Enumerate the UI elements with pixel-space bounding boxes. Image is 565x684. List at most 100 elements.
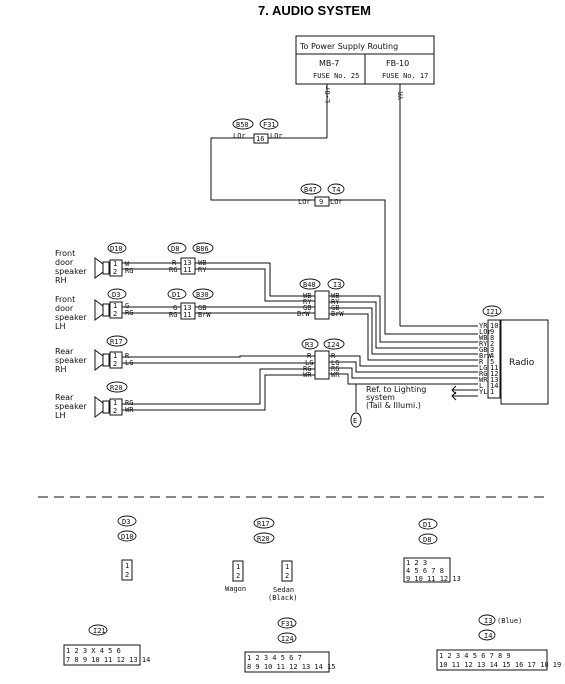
ground-icon (350, 412, 362, 428)
svg-text:Ref. to Lighting: Ref. to Lighting (366, 385, 426, 394)
svg-text:11: 11 (183, 266, 191, 274)
svg-text:R20: R20 (257, 535, 270, 543)
yr-wire-label: YR (397, 91, 405, 100)
svg-text:R17: R17 (110, 338, 123, 346)
t4-connector: B47 T4 9 LOr LOr (255, 183, 478, 335)
svg-text:G: G (173, 304, 177, 312)
svg-text:(Blue): (Blue) (497, 617, 522, 625)
svg-text:BrW: BrW (297, 310, 310, 318)
svg-text:B47: B47 (304, 186, 317, 194)
svg-text:RG: RG (169, 311, 177, 319)
svg-text:Front: Front (55, 249, 75, 258)
svg-text:Rear: Rear (55, 393, 74, 402)
svg-text:2: 2 (285, 572, 289, 580)
radio-wire-color: R (479, 358, 484, 366)
svg-text:GB: GB (198, 304, 206, 312)
svg-text:B48: B48 (303, 281, 316, 289)
svg-text:speaker: speaker (55, 313, 87, 322)
legend-i21: I21 1 2 3 X 4 5 6 7 8 9 10 11 12 13 14 (63, 624, 150, 666)
r3-i24-connector: R3 I24 R LG RG WR R LG RG WR (301, 338, 478, 385)
svg-text:WR: WR (331, 371, 340, 379)
mb7-fuse: FUSE No. 25 (313, 72, 359, 80)
svg-text:1: 1 (125, 562, 129, 570)
radio-wire-color: GB (479, 346, 487, 354)
svg-text:B30: B30 (196, 291, 209, 299)
svg-text:Sedan: Sedan (273, 586, 294, 594)
svg-text:RH: RH (55, 276, 67, 285)
svg-text:13: 13 (183, 259, 191, 267)
radio-pin-number: 14 (490, 382, 498, 390)
svg-text:Front: Front (55, 295, 75, 304)
legend-f31-i24: F31 I24 1 2 3 4 5 6 7 8 9 10 11 12 13 14… (244, 617, 336, 673)
svg-text:T4: T4 (332, 186, 340, 194)
radio-pin-number: 2 (490, 340, 494, 348)
svg-text:B86: B86 (196, 245, 209, 253)
svg-text:LG: LG (331, 359, 339, 367)
svg-text:speaker: speaker (55, 356, 87, 365)
svg-text:D1: D1 (423, 521, 431, 529)
svg-text:1 2 3 4 5 6 7: 1 2 3 4 5 6 7 (247, 654, 302, 662)
radio-label: Radio (509, 358, 535, 368)
svg-text:F31: F31 (263, 121, 276, 129)
svg-text:F31: F31 (281, 620, 294, 628)
svg-text:1 2 3: 1 2 3 (406, 559, 427, 567)
svg-text:RG: RG (331, 365, 339, 373)
legend-i3-i4: I3 (Blue) I4 1 2 3 4 5 6 7 8 9 10 11 12 … (436, 614, 565, 671)
svg-text:LOr: LOr (233, 132, 246, 140)
svg-text:speaker: speaker (55, 402, 87, 411)
speaker-front-door-lh: Front door speaker LH 12 D3 G RG D1 B30 … (55, 288, 302, 331)
speaker-icon (94, 299, 104, 321)
svg-text:D8: D8 (171, 245, 179, 253)
svg-text:16: 16 (256, 135, 264, 143)
svg-text:speaker: speaker (55, 267, 87, 276)
svg-text:I21: I21 (93, 627, 106, 635)
radio-pin-number: 4 (490, 352, 494, 360)
svg-text:9 10 11 12 13: 9 10 11 12 13 (406, 575, 461, 583)
svg-text:R: R (125, 352, 130, 360)
svg-text:RG: RG (169, 266, 177, 274)
radio-wire-color: YR (479, 322, 488, 330)
svg-text:R17: R17 (257, 520, 270, 528)
svg-text:1: 1 (236, 563, 240, 571)
svg-text:RY: RY (198, 266, 207, 274)
svg-text:1 2 3 4 5 6 7 8 9: 1 2 3 4 5 6 7 8 9 (439, 652, 511, 660)
radio-pin-number: 8 (490, 334, 494, 342)
svg-text:LH: LH (55, 411, 65, 420)
svg-text:RG: RG (125, 267, 133, 275)
radio-pin-number: 1 (490, 388, 494, 396)
mb7-label: MB-7 (319, 59, 339, 68)
svg-text:8 9 10 11 12 13 14 15: 8 9 10 11 12 13 14 15 (247, 663, 336, 671)
svg-text:10 11 12 13 14 15 16 17 18 19: 10 11 12 13 14 15 16 17 18 19 20 (439, 661, 565, 669)
svg-text:R20: R20 (110, 384, 123, 392)
svg-text:LOr: LOr (270, 132, 283, 140)
legend-d1-d8: D1 D8 1 2 3 4 5 6 7 8 9 10 11 12 13 (403, 518, 461, 583)
svg-text:2: 2 (113, 268, 117, 276)
svg-text:door: door (55, 258, 74, 267)
svg-text:D3: D3 (122, 518, 130, 526)
svg-text:system: system (366, 393, 395, 402)
svg-text:G: G (125, 302, 129, 310)
speaker-icon (94, 396, 104, 418)
svg-text:Wagon: Wagon (225, 585, 246, 593)
radio-wire-color: L (479, 382, 483, 390)
svg-text:E: E (353, 417, 357, 425)
lor-wire-label: L-Or (324, 86, 332, 103)
fb10-label: FB-10 (386, 59, 409, 68)
radio-pin-number: 9 (490, 328, 494, 336)
svg-text:1: 1 (113, 260, 117, 268)
svg-text:GB: GB (303, 304, 311, 312)
radio-wire-color: RY (479, 340, 488, 348)
svg-text:D3: D3 (112, 291, 120, 299)
svg-text:D8: D8 (423, 536, 431, 544)
svg-text:B50: B50 (236, 121, 249, 129)
svg-text:1: 1 (113, 399, 117, 407)
svg-text:7 8 9 10 11 12 13 14: 7 8 9 10 11 12 13 14 (66, 656, 150, 664)
svg-text:door: door (55, 304, 74, 313)
svg-text:I24: I24 (281, 635, 294, 643)
svg-text:D1: D1 (172, 291, 180, 299)
legend-d3-d10: D3 D10 1 2 (117, 515, 137, 581)
svg-text:I4: I4 (484, 632, 492, 640)
radio-unit: I21 Radio 10YR9LOr8WB2RY3GB4BrW5R11LG12R… (479, 305, 549, 405)
radio-body (500, 319, 549, 405)
